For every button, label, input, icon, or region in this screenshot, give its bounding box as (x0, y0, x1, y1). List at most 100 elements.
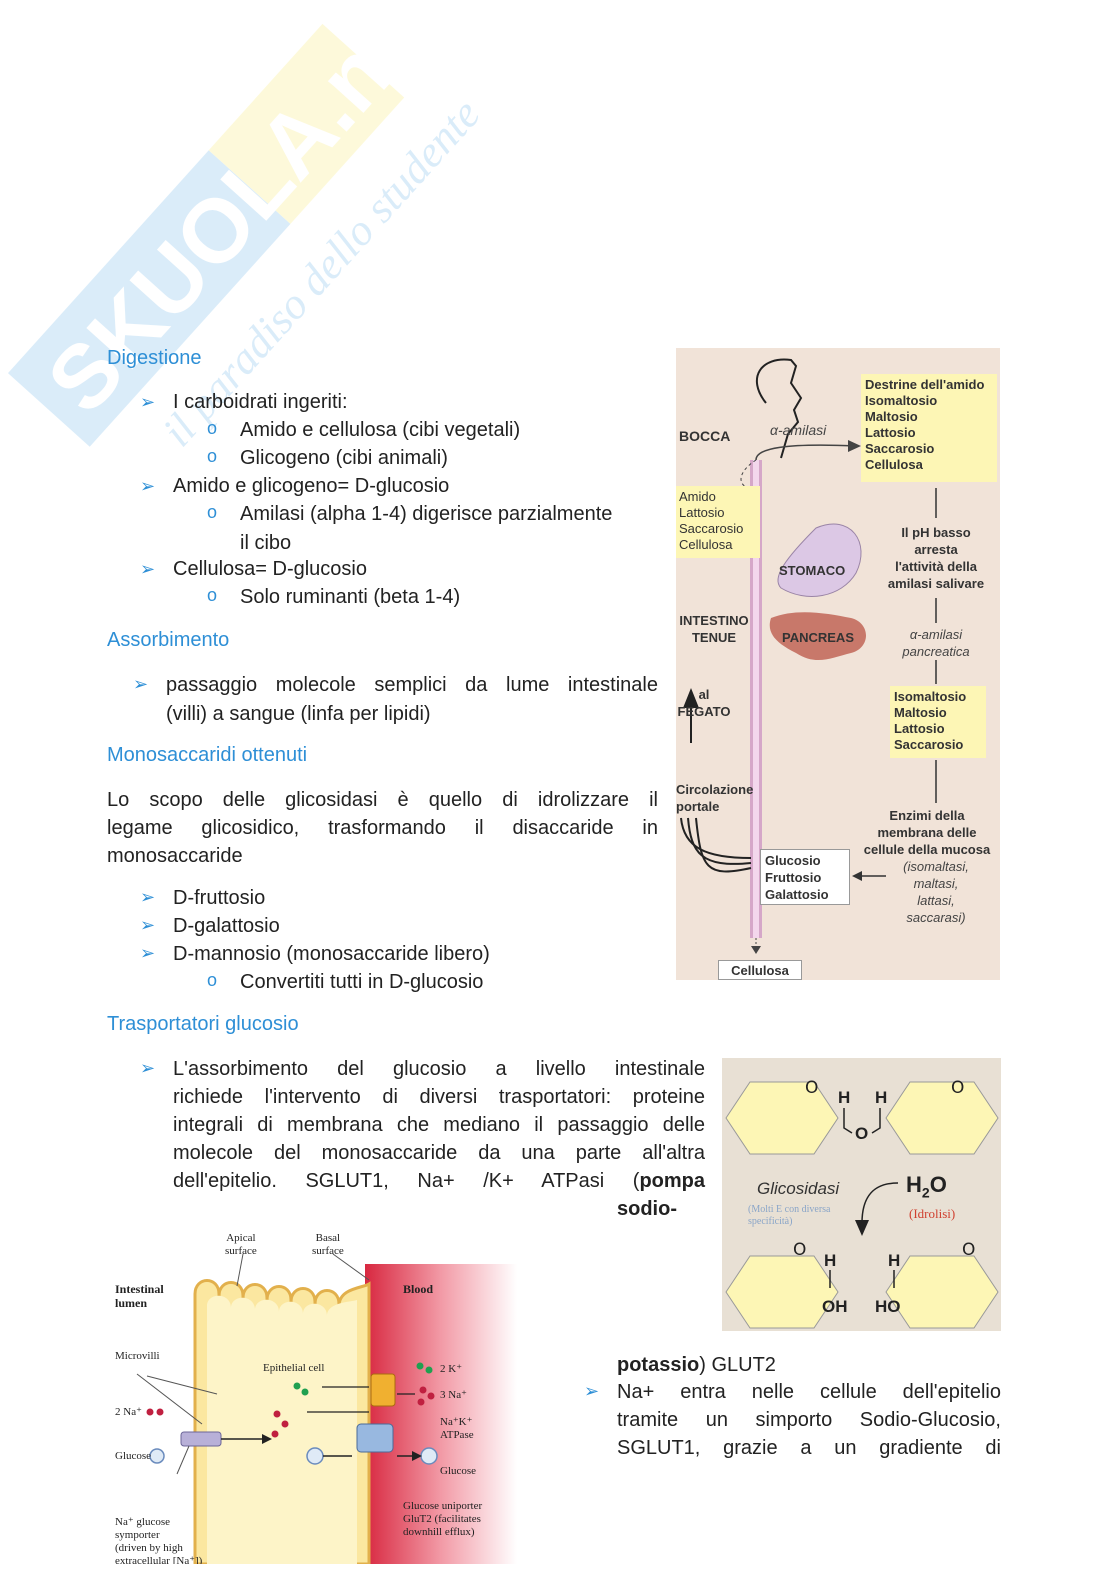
label-bocca: BOCCA (679, 428, 731, 444)
text-line: ATPase (440, 1429, 474, 1441)
arrow-bullet-icon: ➢ (140, 1058, 156, 1078)
h2o-h: H (906, 1172, 922, 1197)
text-line: lumen (115, 1296, 148, 1310)
text-line: arresta (914, 542, 958, 557)
section-title-monosaccaridi: Monosaccaridi ottenuti (107, 744, 308, 766)
label-microvilli: Microvilli (115, 1350, 160, 1362)
label-lumen: Intestinal lumen (115, 1282, 164, 1310)
box-line: Galattosio (765, 887, 829, 902)
text-line: Apical (226, 1232, 256, 1244)
text-line: portale (676, 799, 720, 814)
arrow-bullet-icon: ➢ (140, 559, 156, 579)
label-epithelial: Epithelial cell (263, 1362, 325, 1374)
h2o-sub: 2 (921, 1184, 930, 1201)
text-line: surface (225, 1245, 257, 1257)
label-uniporter: Glucose uniporter GluT2 (facilitates dow… (403, 1500, 482, 1539)
section-title-assorbimento: Assorbimento (107, 629, 230, 651)
paragraph-line: tramite un simporto Sodio-Glucosio, (617, 1409, 1001, 1431)
bold-text: sodio- (617, 1198, 677, 1220)
text-line: Na⁺ glucose (115, 1516, 170, 1528)
box-products: Glucosio Fruttosio Galattosio (760, 849, 850, 905)
box-left-carbs: Amido Lattosio Saccarosio Cellulosa (676, 486, 760, 558)
paragraph-text: dell'epitelio. SGLUT1, Na+ /K+ ATPasi ( (173, 1170, 640, 1192)
text-line: downhill efflux) (403, 1526, 475, 1538)
list-item: Amido e glicogeno= D-glucosio (173, 475, 450, 497)
h2o-o: O (929, 1172, 947, 1197)
label-stomaco: STOMACO (779, 563, 846, 578)
transport-figure: Apical surface Basal surface Intestinal … (107, 1224, 517, 1564)
text-line: FEGATO (677, 704, 731, 719)
text-line: symporter (115, 1529, 160, 1541)
text-line: pancreatica (902, 644, 970, 659)
circle-bullet-icon: o (207, 418, 218, 438)
text-line: INTESTINO (679, 613, 749, 628)
label-pancreas: PANCREAS (782, 630, 854, 645)
label-k: 2 K⁺ (440, 1363, 462, 1375)
label-oh: OH (822, 1297, 848, 1316)
text-line: extracellular [Na⁺]) (115, 1555, 203, 1564)
label-o: O (962, 1240, 976, 1260)
label-h: H (888, 1251, 901, 1270)
text-line: (isomaltasi, (903, 859, 969, 874)
label-h: H (875, 1088, 888, 1107)
label-idrolisi: (Idrolisi) (909, 1206, 956, 1221)
list-item: Glicogeno (cibi animali) (240, 447, 448, 469)
box-line: Isomaltosio (865, 393, 938, 408)
paragraph-line: (villi) a sangue (linfa per lipidi) (166, 703, 431, 725)
text-line: Glucose uniporter (403, 1500, 483, 1512)
label-amilasi-pancreatica: α-amilasi pancreatica (881, 626, 991, 660)
circle-bullet-icon: o (207, 970, 218, 990)
label-note: (Molti E con diversa specificità) (748, 1204, 831, 1227)
arrow-bullet-icon: ➢ (140, 943, 156, 963)
paragraph-line: legame glicosidico, trasformando il disa… (107, 817, 658, 839)
paragraph-line: molecole del monosaccaride da una parte … (173, 1142, 705, 1164)
label-atpase: Na⁺K⁺ ATPase (440, 1416, 474, 1442)
text-line: surface (312, 1245, 344, 1257)
label-ho: HO (875, 1297, 901, 1316)
label-glicosidasi: Glicosidasi (757, 1179, 840, 1198)
text-enzimi-list: (isomaltasi, maltasi, lattasi, saccarasi… (881, 858, 991, 926)
text-enzimi: Enzimi della membrana delle cellule dell… (856, 807, 998, 858)
list-item: Amilasi (alpha 1-4) digerisce parzialmen… (240, 503, 613, 525)
text-line: cellule della mucosa (863, 842, 991, 857)
box-line: Cellulosa (679, 537, 733, 552)
text-line: saccarasi) (906, 910, 966, 925)
label-apical: Apical surface (225, 1232, 257, 1258)
paragraph-line: monosaccaride (107, 845, 243, 867)
label-blood: Blood (403, 1282, 434, 1296)
text-line: Il pH basso (901, 525, 971, 540)
list-item: Solo ruminanti (beta 1-4) (240, 586, 461, 608)
label-glucose-right: Glucose (440, 1465, 477, 1477)
label-o: O (951, 1078, 965, 1098)
text-line: amilasi salivare (887, 576, 985, 591)
label-symporter: Na⁺ glucose symporter (driven by high ex… (115, 1516, 202, 1564)
text-line: Basal (315, 1232, 341, 1244)
text-line: Intestinal (115, 1282, 164, 1296)
box-line: Isomaltosio (894, 689, 967, 704)
paragraph-line: integrali di membrana che mediano il pas… (173, 1114, 705, 1136)
paragraph-line: dell'epitelio. SGLUT1, Na+ /K+ ATPasi (p… (173, 1167, 705, 1195)
watermark: SKUOLA.net il paradiso dello studente (0, 0, 560, 520)
arrow-bullet-icon: ➢ (140, 915, 156, 935)
paragraph-line: potassio) GLUT2 (617, 1351, 776, 1379)
arrow-bullet-icon: ➢ (140, 392, 156, 412)
text-line: maltasi, (913, 876, 959, 891)
list-item: D-galattosio (173, 915, 280, 937)
text-line: Enzimi della (889, 808, 965, 823)
text-line: (driven by high (115, 1542, 183, 1554)
label-amilasi: α-amilasi (770, 422, 827, 438)
text-line: membrana delle (877, 825, 977, 840)
bold-text: pompa (639, 1170, 705, 1192)
paragraph-line: passaggio molecole semplici da lume inte… (166, 674, 658, 696)
list-item: D-mannosio (monosaccaride libero) (173, 943, 490, 965)
list-item-continuation: il cibo (240, 532, 292, 554)
label-o: O (805, 1078, 819, 1098)
box-line: Lattosio (679, 505, 725, 520)
list-item: Amido e cellulosa (cibi vegetali) (240, 419, 521, 441)
text-line: Na⁺K⁺ (440, 1416, 473, 1428)
label-intestino: INTESTINO TENUE (676, 612, 752, 646)
arrow-bullet-icon: ➢ (133, 674, 149, 694)
box-line: Cellulosa (865, 457, 923, 472)
arrow-bullet-icon: ➢ (584, 1381, 600, 1401)
label-o-bridge: O (855, 1124, 869, 1143)
